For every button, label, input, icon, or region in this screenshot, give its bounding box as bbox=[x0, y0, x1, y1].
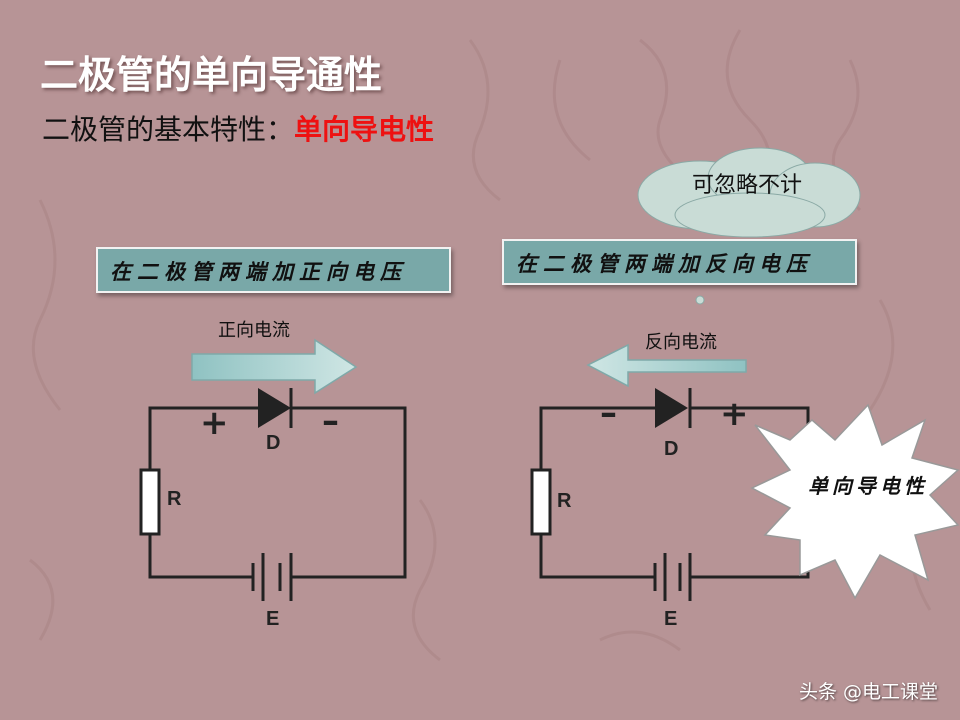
left-resistor-label: R bbox=[167, 488, 182, 510]
right-diode-triangle bbox=[655, 388, 688, 428]
right-resistor-label: R bbox=[557, 490, 572, 512]
cloud-callout-text: 可忽略不计 bbox=[691, 173, 802, 198]
watermark: 头条 @电工课堂 bbox=[798, 681, 938, 703]
right-battery-label: E bbox=[664, 608, 678, 630]
forward-current-label: 正向电流 bbox=[218, 320, 290, 341]
left-plus-sign: + bbox=[200, 403, 229, 443]
right-minus-sign: – bbox=[600, 393, 617, 433]
left-diode-triangle bbox=[258, 388, 291, 428]
slide-title: 二极管的单向导通性 bbox=[40, 53, 383, 97]
slide-subtitle: 二极管的基本特性：单向导电性 bbox=[42, 108, 434, 148]
right-diode-label: D bbox=[664, 438, 679, 460]
left-diode-label: D bbox=[266, 432, 281, 454]
starburst-callout-shape bbox=[750, 403, 960, 600]
right-banner: 在二极管两端加反向电压 bbox=[502, 239, 857, 285]
left-battery-label: E bbox=[266, 608, 280, 630]
left-minus-sign: – bbox=[322, 401, 339, 441]
reverse-current-label: 反向电流 bbox=[645, 332, 717, 353]
reverse-current-arrow bbox=[586, 343, 747, 388]
starburst-callout-text: 单向导电性 bbox=[808, 474, 928, 498]
subtitle-prefix: 二极管的基本特性： bbox=[42, 113, 295, 146]
left-banner: 在二极管两端加正向电压 bbox=[96, 247, 451, 293]
subtitle-highlight: 单向导电性 bbox=[294, 113, 435, 146]
right-plus-sign: + bbox=[720, 394, 749, 434]
left-circuit bbox=[139, 406, 407, 601]
forward-current-arrow bbox=[191, 338, 358, 395]
